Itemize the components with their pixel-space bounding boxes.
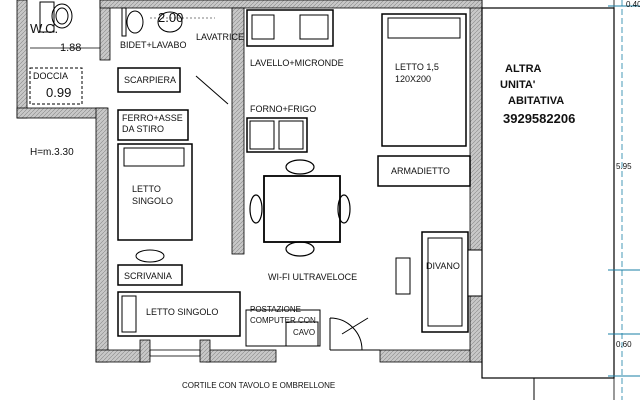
scrivania-label: SCRIVANIA bbox=[124, 271, 172, 281]
doccia-label: DOCCIA bbox=[33, 71, 69, 81]
double-bed bbox=[381, 13, 467, 147]
computer-label: COMPUTER CON bbox=[250, 316, 316, 325]
singolo-label: SINGOLO bbox=[132, 196, 174, 206]
desk-box bbox=[117, 264, 183, 286]
asse-stiro-label: DA STIRO bbox=[122, 124, 165, 134]
fridge-icon bbox=[278, 120, 304, 150]
postazione-label: POSTAZIONE bbox=[250, 305, 301, 314]
dimension-label: 0.99 bbox=[46, 85, 72, 100]
dining-table bbox=[263, 175, 341, 243]
threshold bbox=[149, 349, 201, 357]
chair-icon bbox=[135, 249, 165, 263]
chair-icon bbox=[337, 194, 351, 224]
shower-icon bbox=[29, 67, 83, 105]
forno-frigo-label: FORNO+FRIGO bbox=[250, 104, 317, 114]
sink-counter bbox=[246, 9, 334, 47]
abitativa-label: ABITATIVA bbox=[508, 95, 565, 107]
tv-stand bbox=[395, 257, 411, 295]
wifi-label: WI-FI ULTRAVELOCE bbox=[268, 272, 358, 282]
wardrobe bbox=[377, 155, 471, 187]
letto-15-label: LETTO 1,5 bbox=[395, 62, 439, 72]
altra-label: ALTRA bbox=[505, 63, 542, 75]
neighbour-unit bbox=[481, 7, 615, 379]
bidet-lavabo-label: BIDET+LAVABO bbox=[120, 40, 187, 50]
bidet-icon bbox=[121, 7, 183, 37]
computer-desk bbox=[245, 309, 321, 347]
chair-icon bbox=[285, 241, 315, 257]
height-label: H=m.3.30 bbox=[30, 147, 74, 158]
divano-label: DIVANO bbox=[426, 261, 460, 271]
dimension-label: 0.60 bbox=[616, 340, 632, 349]
wc-icon bbox=[39, 1, 73, 33]
oven-fridge bbox=[246, 117, 308, 153]
pillow-icon bbox=[121, 295, 137, 333]
letto-singolo-2-label: LETTO SINGOLO bbox=[146, 307, 219, 317]
single-bed-2 bbox=[117, 291, 241, 337]
oven-icon bbox=[249, 120, 275, 150]
pillow-icon bbox=[123, 147, 185, 167]
pillow-icon bbox=[387, 17, 461, 39]
dimension-label: 0.40 bbox=[626, 0, 640, 9]
letto-15-size-label: 120X200 bbox=[395, 74, 432, 84]
door-swing bbox=[329, 317, 380, 351]
armadietto-label: ARMADIETTO bbox=[391, 166, 450, 176]
scarpiera-label: SCARPIERA bbox=[124, 75, 177, 85]
window-icon bbox=[467, 249, 483, 297]
unita-label: UNITA' bbox=[500, 79, 536, 91]
scarpiera-box bbox=[117, 67, 181, 93]
ferro-box bbox=[117, 109, 189, 141]
letto-singolo-label: LETTO bbox=[132, 184, 161, 194]
door-swing bbox=[195, 75, 229, 105]
dimension-label: 1.88 bbox=[60, 42, 82, 54]
wc-label: W.C. bbox=[30, 21, 59, 36]
chair-icon bbox=[249, 194, 263, 224]
sink-icon bbox=[251, 14, 275, 40]
dimension-label: 2.00 bbox=[158, 10, 184, 25]
single-bed-1 bbox=[117, 143, 193, 241]
computer-box bbox=[285, 321, 319, 347]
ferro-label: FERRO+ASSE bbox=[122, 113, 183, 123]
lavello-microonde-label: LAVELLO+MICRONDE bbox=[250, 58, 344, 68]
lavatrice-label: LAVATRICE bbox=[196, 32, 245, 42]
sofa-cushion bbox=[427, 237, 463, 327]
cortile-label: CORTILE CON TAVOLO E OMBRELLONE bbox=[182, 381, 336, 390]
cavo-label: CAVO bbox=[293, 328, 316, 337]
sofa bbox=[421, 231, 469, 333]
chair-icon bbox=[285, 159, 315, 175]
microwave-icon bbox=[299, 14, 329, 40]
dimension-label: 5.95 bbox=[616, 162, 632, 171]
phone-number: 3929582206 bbox=[503, 111, 576, 126]
door-swing bbox=[341, 317, 369, 335]
